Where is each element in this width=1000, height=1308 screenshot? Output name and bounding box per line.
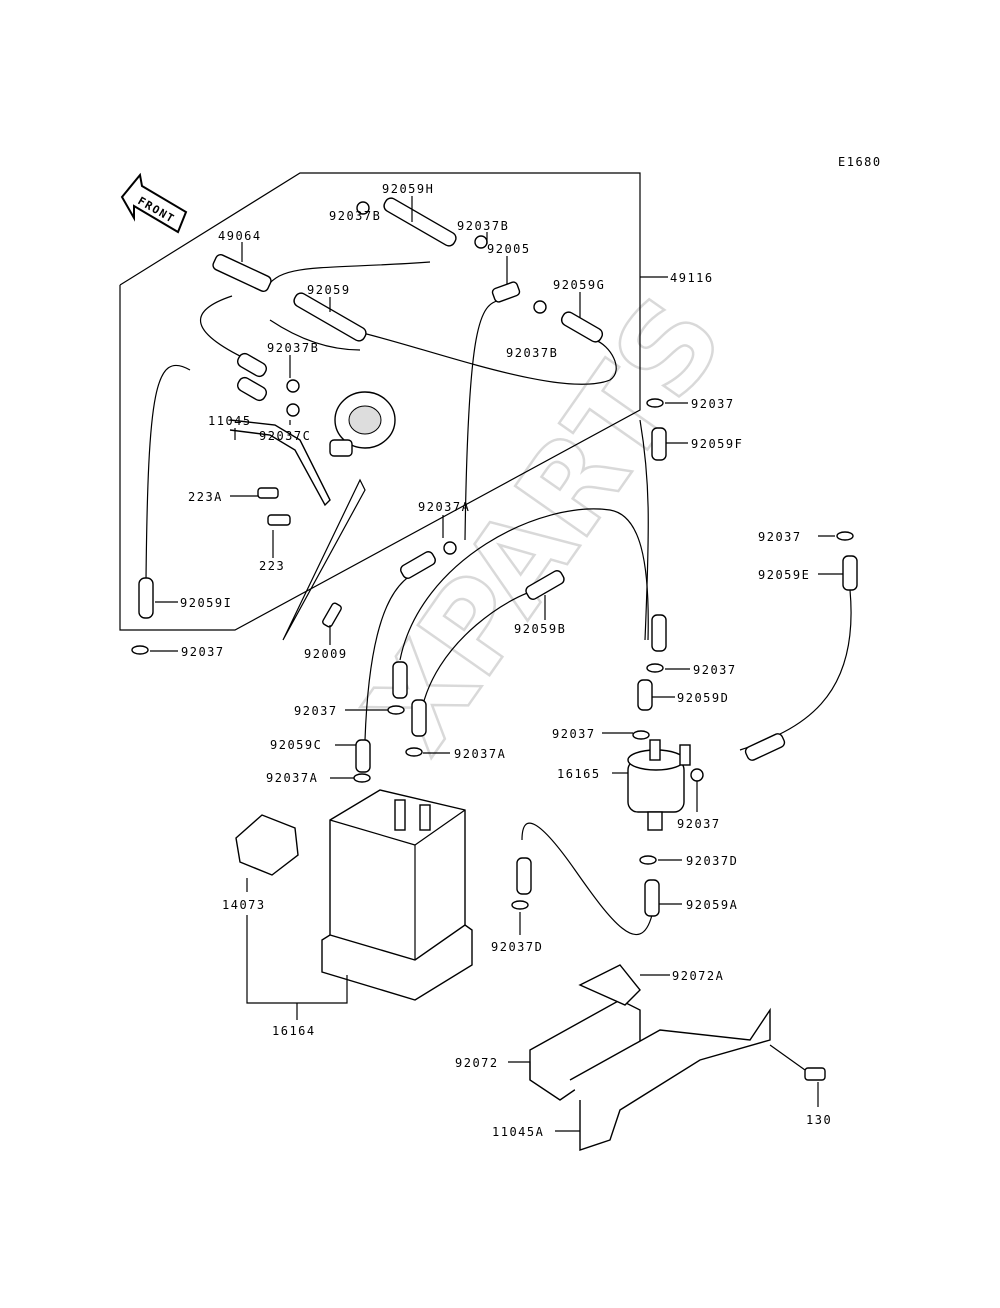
label-92009: 92009	[304, 647, 348, 661]
label-92059C: 92059C	[270, 738, 322, 752]
clip-icon	[286, 201, 547, 417]
label-92037B-b: 92037B	[457, 219, 509, 233]
label-223: 223	[259, 559, 285, 573]
bolt-223A	[257, 487, 279, 499]
label-92037A-low: 92037A	[266, 771, 318, 785]
label-92037-filter: 92037	[677, 817, 721, 831]
label-92059I: 92059I	[180, 596, 232, 610]
label-92037-top: 92037	[691, 397, 735, 411]
label-92059F: 92059F	[691, 437, 743, 451]
label-11045: 11045	[208, 414, 252, 428]
subassembly-outline	[119, 172, 641, 631]
label-92037-c1: 92037	[294, 704, 338, 718]
label-92059A: 92059A	[686, 898, 738, 912]
label-14073: 14073	[222, 898, 266, 912]
label-92037D-l: 92037D	[491, 940, 543, 954]
label-92037B-d: 92037B	[267, 341, 319, 355]
label-92037-c2: 92037	[552, 727, 596, 741]
label-92059G: 92059G	[553, 278, 605, 292]
bolt-223	[267, 514, 291, 526]
filter-16165	[627, 739, 691, 831]
connector-14073	[235, 814, 299, 876]
label-223A: 223A	[188, 490, 223, 504]
label-92037A-mid: 92037A	[454, 747, 506, 761]
label-92037-right: 92037	[758, 530, 802, 544]
label-92072: 92072	[455, 1056, 499, 1070]
label-92005: 92005	[487, 242, 531, 256]
bracket-92072	[529, 964, 771, 1151]
hose-92059I	[138, 577, 154, 619]
label-130: 130	[806, 1113, 832, 1127]
front-arrow-icon: FRONT	[120, 172, 188, 234]
hose-92059G	[560, 311, 604, 343]
clamp-icon	[131, 398, 854, 910]
label-92059: 92059	[307, 283, 351, 297]
label-49064: 49064	[218, 229, 262, 243]
label-92037B-a: 92037B	[329, 209, 381, 223]
hose-92059	[293, 292, 367, 342]
label-92037-left: 92037	[181, 645, 225, 659]
diagram-code: E1680	[838, 155, 882, 169]
label-49116: 49116	[670, 271, 714, 285]
label-92059H: 92059H	[382, 182, 434, 196]
valve-assembly	[329, 391, 396, 457]
part-labels: 92059H 92037B 92037B 92005 49064 49116 9…	[180, 182, 832, 1139]
canister-16164	[321, 789, 473, 1001]
label-11045A: 11045A	[492, 1125, 544, 1139]
leader-lines	[150, 196, 843, 1132]
label-92037-mid: 92037	[693, 663, 737, 677]
bracket-11045	[229, 419, 331, 507]
fitting-92005	[491, 281, 521, 303]
label-92072A: 92072A	[672, 969, 724, 983]
label-92059E: 92059E	[758, 568, 810, 582]
label-16165: 16165	[557, 767, 601, 781]
label-16164: 16164	[272, 1024, 316, 1038]
label-92059B: 92059B	[514, 622, 566, 636]
bolt-130	[804, 1067, 826, 1081]
filter-49064	[212, 254, 272, 292]
label-92037A-top: 92037A	[418, 500, 470, 514]
label-92037C: 92037C	[259, 429, 311, 443]
label-92059D: 92059D	[677, 691, 729, 705]
label-92037B-c: 92037B	[506, 346, 558, 360]
label-92037D-r: 92037D	[686, 854, 738, 868]
hose-92059H	[383, 197, 457, 247]
